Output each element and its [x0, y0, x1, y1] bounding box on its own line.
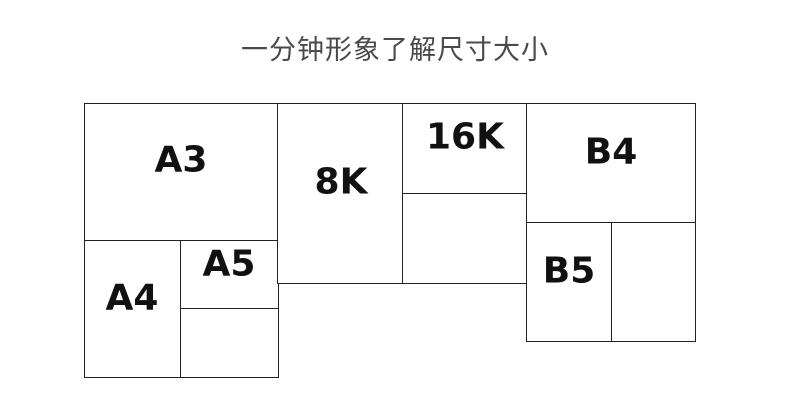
a4-label: A4: [105, 277, 159, 319]
b6-sheet: [611, 222, 696, 342]
k16-label: 16K: [426, 116, 504, 158]
k16-sheet-lower: [402, 193, 528, 284]
k8-label: 8K: [314, 161, 368, 203]
page-title: 一分钟形象了解尺寸大小: [241, 35, 549, 66]
k16-sheet: [402, 103, 528, 195]
b5-sheet: [526, 222, 613, 342]
b4-sheet: [526, 103, 696, 224]
b4-label: B4: [584, 131, 638, 173]
b5-label: B5: [542, 250, 596, 292]
a3-sheet: [84, 103, 279, 242]
a5-label: A5: [202, 243, 256, 285]
a4-sheet: [84, 240, 182, 378]
k8-sheet: [277, 103, 404, 284]
a6-sheet: [180, 308, 279, 378]
a3-label: A3: [154, 139, 208, 181]
